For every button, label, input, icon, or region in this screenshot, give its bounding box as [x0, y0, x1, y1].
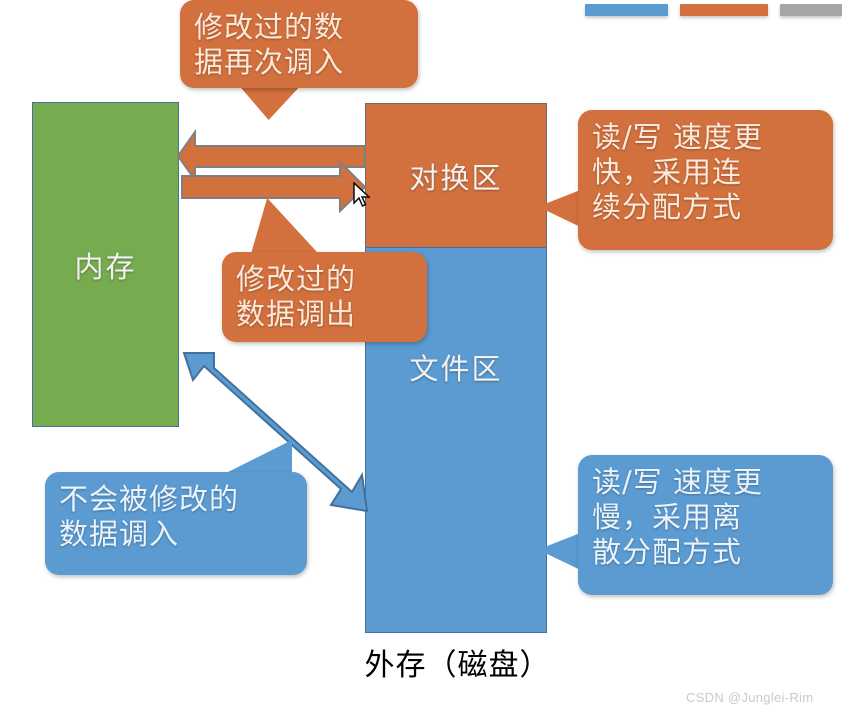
top-color-bar-blue [585, 4, 668, 16]
callout-reload-modified: 修改过的数 据再次调入 [180, 0, 418, 88]
callout-line: 快，采用连 [592, 154, 743, 189]
callout-line: 修改过的数 [194, 10, 345, 44]
mouse-cursor-icon [353, 182, 371, 207]
arrow-memory-to-swap [181, 159, 367, 214]
callout-line: 读/写 速度更 [592, 120, 763, 154]
memory-block: 内存 [32, 102, 179, 427]
callout-line: 修改过的 [236, 262, 357, 296]
swap-area-block: 对换区 [365, 103, 547, 248]
callout-line: 续分配方式 [592, 189, 743, 224]
callout-line: 散分配方式 [592, 534, 743, 569]
arrow-swap-to-memory [176, 128, 366, 184]
callout-line: 据再次调入 [194, 44, 345, 79]
callout-swap-area-note: 读/写 速度更 快，采用连 续分配方式 [578, 110, 833, 250]
callout-line: 数据调出 [236, 296, 357, 331]
file-area-label: 文件区 [409, 352, 503, 386]
callout-line: 读/写 速度更 [592, 465, 763, 499]
callout-line: 数据调入 [59, 516, 180, 551]
top-color-bar-orange [680, 4, 768, 16]
callout-line: 不会被修改的 [59, 482, 240, 516]
callout-swap-out-modified: 修改过的 数据调出 [222, 252, 427, 342]
swap-area-label: 对换区 [409, 160, 503, 195]
top-color-bar-gray [780, 4, 842, 16]
memory-block-label: 内存 [74, 249, 137, 284]
disk-caption: 外存（磁盘） [364, 648, 551, 683]
callout-line: 慢，采用离 [592, 499, 743, 534]
watermark-text: CSDN @Junglei-Rim [686, 690, 814, 705]
callout-file-area-note: 读/写 速度更 慢，采用离 散分配方式 [578, 455, 833, 595]
callout-load-unmodified: 不会被修改的 数据调入 [45, 472, 307, 575]
